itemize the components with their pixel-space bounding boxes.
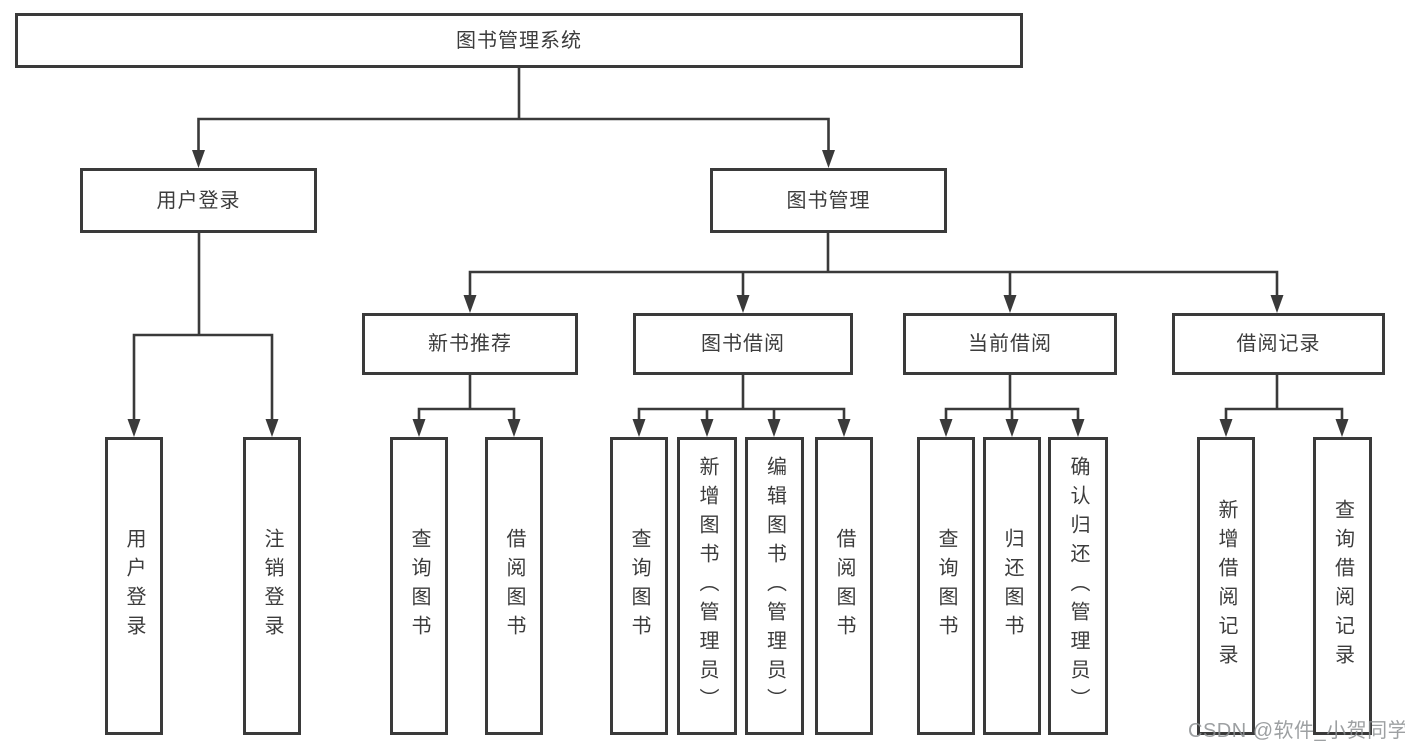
leaf-current-query-books-label: 查询图书 bbox=[935, 528, 957, 644]
leaf-borrow-add-books-admin: 新增图书（管理员） bbox=[677, 437, 737, 735]
leaf-recommend-borrow-books-label: 借阅图书 bbox=[503, 528, 525, 644]
leaf-records-add-record-label: 新增借阅记录 bbox=[1215, 499, 1237, 673]
node-current-borrow-label: 当前借阅 bbox=[968, 333, 1052, 355]
leaf-current-return-books-label: 归还图书 bbox=[1001, 528, 1023, 644]
leaf-recommend-query-books: 查询图书 bbox=[390, 437, 448, 735]
leaf-current-confirm-return-admin-label: 确认归还（管理员） bbox=[1067, 455, 1089, 717]
leaf-logout: 注销登录 bbox=[243, 437, 301, 735]
watermark: CSDN @软件_小贺同学 bbox=[1188, 720, 1405, 742]
leaf-borrow-borrow-books-label: 借阅图书 bbox=[833, 528, 855, 644]
leaf-borrow-query-books-label: 查询图书 bbox=[628, 528, 650, 644]
leaf-current-return-books: 归还图书 bbox=[983, 437, 1041, 735]
leaf-borrow-add-books-admin-label: 新增图书（管理员） bbox=[696, 455, 718, 717]
leaf-records-query-record: 查询借阅记录 bbox=[1313, 437, 1372, 735]
node-root: 图书管理系统 bbox=[15, 13, 1023, 68]
leaf-records-add-record: 新增借阅记录 bbox=[1197, 437, 1255, 735]
leaf-records-query-record-label: 查询借阅记录 bbox=[1331, 499, 1354, 673]
leaf-logout-label: 注销登录 bbox=[261, 528, 283, 644]
node-book-borrow: 图书借阅 bbox=[633, 313, 853, 375]
node-user-login-label: 用户登录 bbox=[156, 189, 241, 212]
node-borrow-records-label: 借阅记录 bbox=[1236, 333, 1321, 355]
leaf-borrow-edit-books-admin-label: 编辑图书（管理员） bbox=[763, 455, 786, 717]
leaf-recommend-borrow-books: 借阅图书 bbox=[485, 437, 543, 735]
node-book-borrow-label: 图书借阅 bbox=[701, 333, 785, 355]
leaf-recommend-query-books-label: 查询图书 bbox=[408, 528, 430, 644]
leaf-user-login: 用户登录 bbox=[105, 437, 163, 735]
node-new-book-recommend: 新书推荐 bbox=[362, 313, 578, 375]
leaf-borrow-borrow-books: 借阅图书 bbox=[815, 437, 873, 735]
node-borrow-records: 借阅记录 bbox=[1172, 313, 1385, 375]
node-new-book-recommend-label: 新书推荐 bbox=[428, 333, 512, 355]
leaf-borrow-query-books: 查询图书 bbox=[610, 437, 668, 735]
arrowheads bbox=[127, 150, 1349, 437]
leaf-current-confirm-return-admin: 确认归还（管理员） bbox=[1048, 437, 1108, 735]
node-current-borrow: 当前借阅 bbox=[903, 313, 1117, 375]
leaf-user-login-label: 用户登录 bbox=[123, 528, 145, 644]
leaf-current-query-books: 查询图书 bbox=[917, 437, 975, 735]
node-book-management-label: 图书管理 bbox=[786, 189, 871, 212]
node-book-management: 图书管理 bbox=[710, 168, 947, 233]
node-user-login: 用户登录 bbox=[80, 168, 317, 233]
node-root-label: 图书管理系统 bbox=[456, 29, 582, 52]
leaf-borrow-edit-books-admin: 编辑图书（管理员） bbox=[745, 437, 804, 735]
